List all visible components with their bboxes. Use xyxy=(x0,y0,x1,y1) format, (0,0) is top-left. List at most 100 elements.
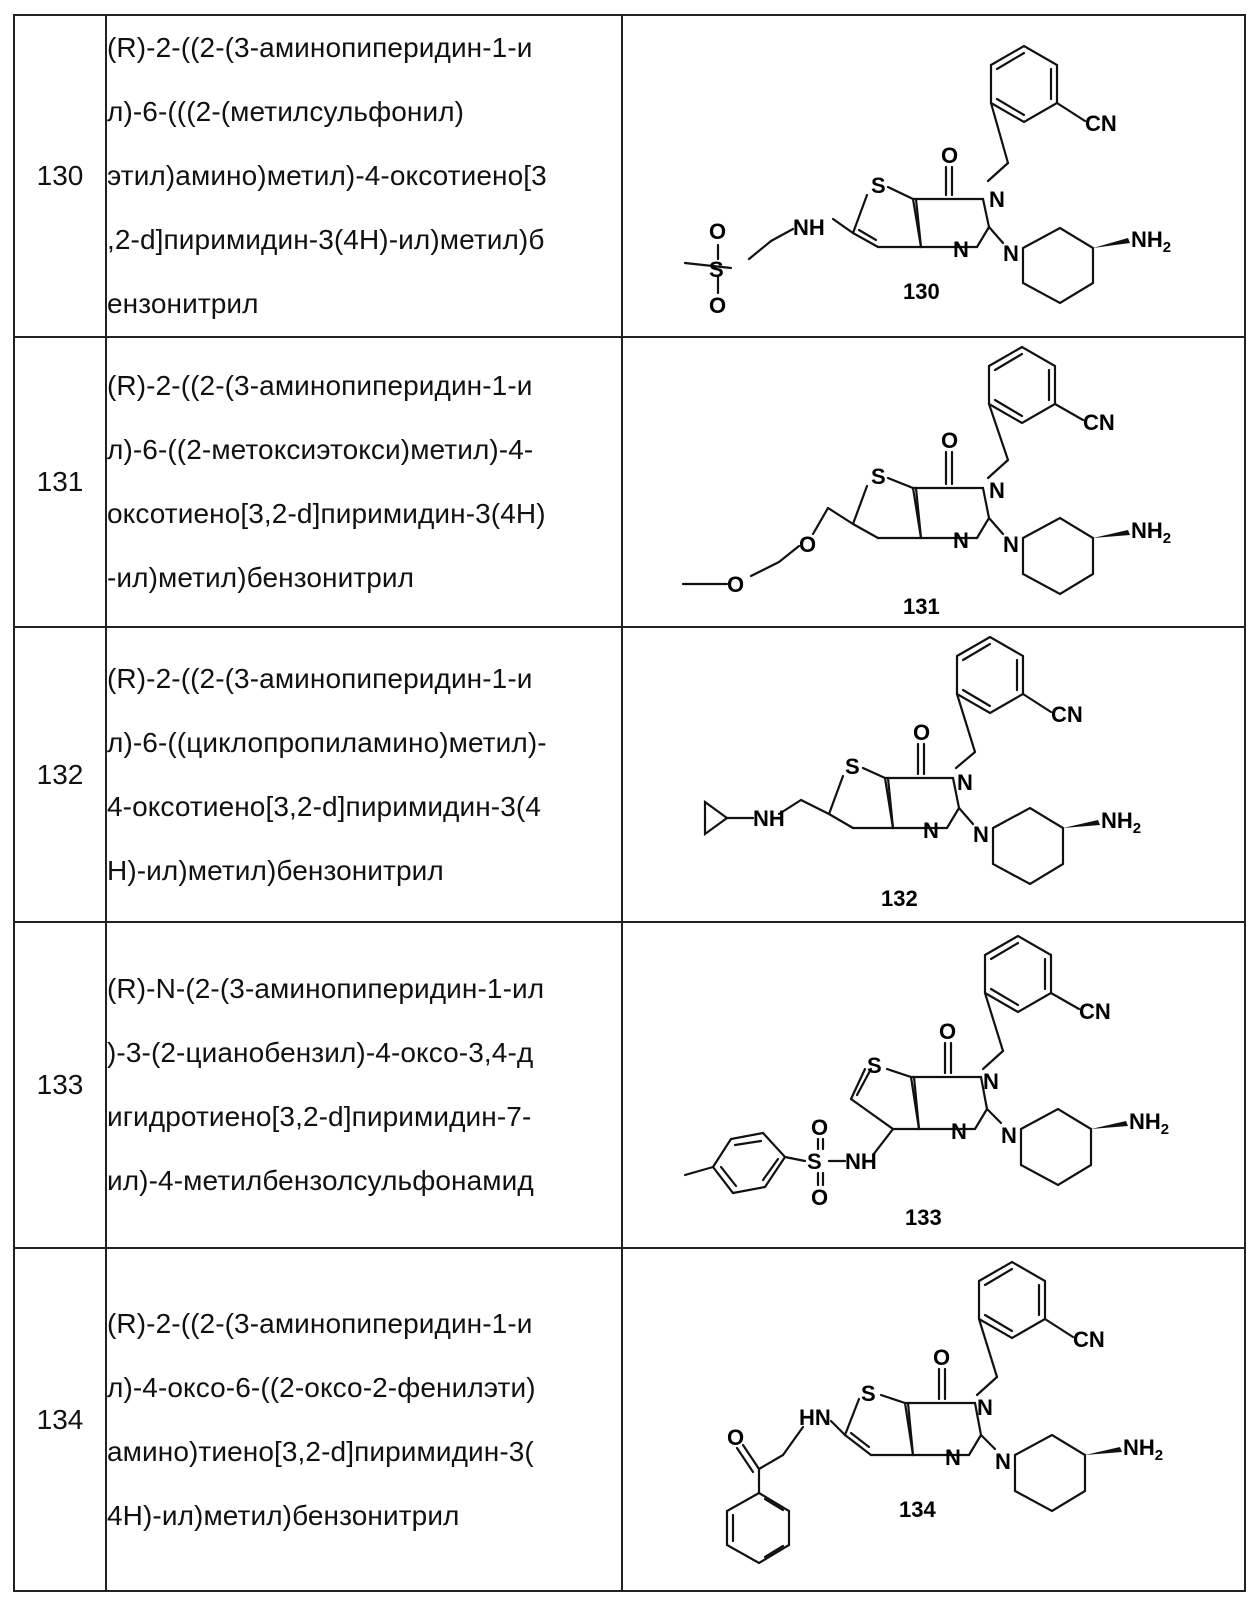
compound-name-line: (R)-2-((2-(3-аминопиперидин-1-и xyxy=(107,354,621,418)
compound-name: (R)-2-((2-(3-аминопиперидин-1-и л)-4-окс… xyxy=(106,1248,622,1591)
compound-name: (R)-2-((2-(3-аминопиперидин-1-и л)-6-(((… xyxy=(106,15,622,337)
atom-label: N xyxy=(995,1449,1011,1474)
chemical-structure: CN O S N N N NH2 NH S O O 133 xyxy=(623,923,1243,1247)
atom-label: N xyxy=(945,1445,961,1470)
atom-label: S xyxy=(807,1149,822,1174)
atom-label: N xyxy=(923,818,939,843)
compound-name-line: л)-6-((2-метоксиэтокси)метил)-4- xyxy=(107,418,621,482)
compound-name-line: H)-ил)метил)бензонитрил xyxy=(107,839,621,903)
atom-label: O xyxy=(709,293,726,318)
atom-label: O xyxy=(727,1425,744,1450)
atom-label: S xyxy=(871,464,886,489)
atom-label: NH2 xyxy=(1131,227,1171,256)
atom-label: N xyxy=(953,528,969,553)
structure-cell: CN O S N N N NH2 NH S O O 133 xyxy=(622,922,1245,1248)
atom-label: NH xyxy=(753,806,785,831)
atom-label: CN xyxy=(1051,702,1083,727)
chemical-structure: CN O S N N N NH2 NH 132 xyxy=(623,628,1243,921)
atom-label: HN xyxy=(799,1405,831,1430)
atom-label: N xyxy=(989,187,1005,212)
table-row: 134 (R)-2-((2-(3-аминопиперидин-1-и л)-4… xyxy=(14,1248,1245,1591)
table-row: 130 (R)-2-((2-(3-аминопиперидин-1-и л)-6… xyxy=(14,15,1245,337)
compound-name-line: )-3-(2-цианобензил)-4-оксо-3,4-д xyxy=(107,1021,621,1085)
table-row: 133 (R)-N-(2-(3-аминопиперидин-1-ил )-3-… xyxy=(14,922,1245,1248)
structure-cell: CN O S N N N NH2 NH S O O 130 xyxy=(622,15,1245,337)
atom-label: O xyxy=(799,532,816,557)
atom-label: NH2 xyxy=(1129,1109,1169,1138)
compound-name-line: ил)-4-метилбензолсульфонамид xyxy=(107,1149,621,1213)
atom-label: N xyxy=(983,1069,999,1094)
table-row: 132 (R)-2-((2-(3-аминопиперидин-1-и л)-6… xyxy=(14,627,1245,922)
atom-label: S xyxy=(867,1053,882,1078)
atom-label: N xyxy=(953,237,969,262)
compound-name-line: 4-оксотиено[3,2-d]пиримидин-3(4 xyxy=(107,775,621,839)
compound-name-line: амино)тиено[3,2-d]пиримидин-3( xyxy=(107,1420,621,1484)
atom-label: CN xyxy=(1073,1327,1105,1352)
structure-cell: CN O S N N N NH2 O O 131 xyxy=(622,337,1245,627)
compound-id-label: 130 xyxy=(903,279,940,304)
atom-label: O xyxy=(913,720,930,745)
compound-name-line: (R)-N-(2-(3-аминопиперидин-1-ил xyxy=(107,957,621,1021)
chemical-structure: CN O S N N N NH2 NH S O O 130 xyxy=(623,23,1243,329)
compound-number: 134 xyxy=(14,1248,106,1591)
atom-label: N xyxy=(1003,532,1019,557)
compound-name-line: л)-6-(((2-(метилсульфонил) xyxy=(107,80,621,144)
atom-label: NH xyxy=(845,1149,877,1174)
atom-label: O xyxy=(709,219,726,244)
atom-label: N xyxy=(1003,241,1019,266)
atom-label: O xyxy=(727,572,744,597)
compound-name-line: (R)-2-((2-(3-аминопиперидин-1-и xyxy=(107,16,621,80)
atom-label: NH2 xyxy=(1123,1435,1163,1464)
atom-label: CN xyxy=(1079,999,1111,1024)
compound-name-line: оксотиено[3,2-d]пиримидин-3(4H) xyxy=(107,482,621,546)
compound-name: (R)-2-((2-(3-аминопиперидин-1-и л)-6-((2… xyxy=(106,337,622,627)
compound-number: 132 xyxy=(14,627,106,922)
compound-name-line: ,2-d]пиримидин-3(4H)-ил)метил)б xyxy=(107,208,621,272)
compound-name: (R)-2-((2-(3-аминопиперидин-1-и л)-6-((ц… xyxy=(106,627,622,922)
table-row: 131 (R)-2-((2-(3-аминопиперидин-1-и л)-6… xyxy=(14,337,1245,627)
compound-number: 130 xyxy=(14,15,106,337)
compound-id-label: 131 xyxy=(903,594,940,619)
compound-name-line: -ил)метил)бензонитрил xyxy=(107,546,621,610)
structure-cell: CN O S N N N NH2 HN O 134 xyxy=(622,1248,1245,1591)
atom-label: N xyxy=(951,1119,967,1144)
atom-label: N xyxy=(977,1395,993,1420)
compound-id-label: 132 xyxy=(881,886,918,911)
atom-label: N xyxy=(973,822,989,847)
compound-name-line: 4H)-ил)метил)бензонитрил xyxy=(107,1484,621,1548)
compound-name-line: (R)-2-((2-(3-аминопиперидин-1-и xyxy=(107,647,621,711)
atom-label: O xyxy=(811,1185,828,1210)
compound-name-line: л)-6-((циклопропиламино)метил)- xyxy=(107,711,621,775)
compound-table: 130 (R)-2-((2-(3-аминопиперидин-1-и л)-6… xyxy=(13,14,1246,1592)
atom-label: NH2 xyxy=(1131,518,1171,547)
atom-label: CN xyxy=(1083,410,1115,435)
compound-id-label: 134 xyxy=(899,1497,936,1522)
compound-name-line: игидротиено[3,2-d]пиримидин-7- xyxy=(107,1085,621,1149)
compound-name-line: (R)-2-((2-(3-аминопиперидин-1-и xyxy=(107,1292,621,1356)
atom-label: N xyxy=(1001,1123,1017,1148)
atom-label: S xyxy=(709,257,724,282)
atom-label: N xyxy=(957,770,973,795)
chemical-structure: CN O S N N N NH2 O O 131 xyxy=(623,338,1243,626)
compound-number: 133 xyxy=(14,922,106,1248)
atom-label: O xyxy=(811,1115,828,1140)
atom-label: NH2 xyxy=(1101,808,1141,837)
atom-label: S xyxy=(871,173,886,198)
compound-id-label: 133 xyxy=(905,1205,942,1230)
compound-name-line: этил)амино)метил)-4-оксотиено[3 xyxy=(107,144,621,208)
atom-label: O xyxy=(939,1019,956,1044)
atom-label: S xyxy=(861,1381,876,1406)
compound-name-line: л)-4-оксо-6-((2-оксо-2-фенилэти) xyxy=(107,1356,621,1420)
atom-label: O xyxy=(933,1345,950,1370)
atom-label: S xyxy=(845,754,860,779)
compound-name: (R)-N-(2-(3-аминопиперидин-1-ил )-3-(2-ц… xyxy=(106,922,622,1248)
atom-label: N xyxy=(989,478,1005,503)
compound-name-line: ензонитрил xyxy=(107,272,621,336)
chemical-structure: CN O S N N N NH2 HN O 134 xyxy=(623,1249,1243,1590)
compound-number: 131 xyxy=(14,337,106,627)
atom-label: O xyxy=(941,428,958,453)
structure-cell: CN O S N N N NH2 NH 132 xyxy=(622,627,1245,922)
atom-label: NH xyxy=(793,215,825,240)
atom-label: O xyxy=(941,143,958,168)
atom-label: CN xyxy=(1085,111,1117,136)
